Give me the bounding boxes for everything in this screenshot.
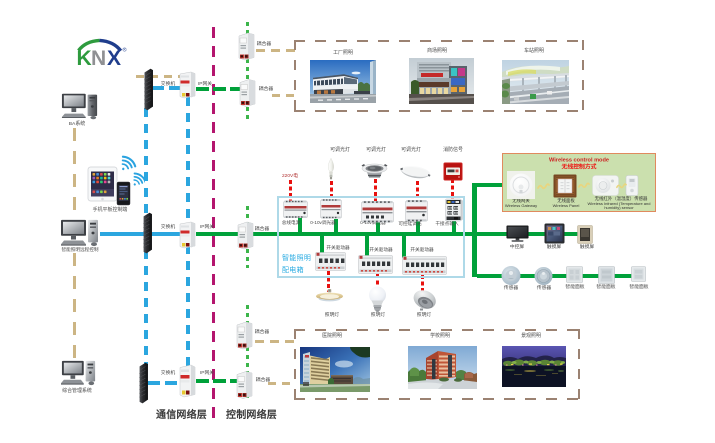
svg-text:N: N: [91, 47, 106, 67]
svg-text:K: K: [77, 47, 92, 67]
svg-text:®: ®: [123, 47, 127, 54]
svg-text:X: X: [107, 47, 121, 67]
